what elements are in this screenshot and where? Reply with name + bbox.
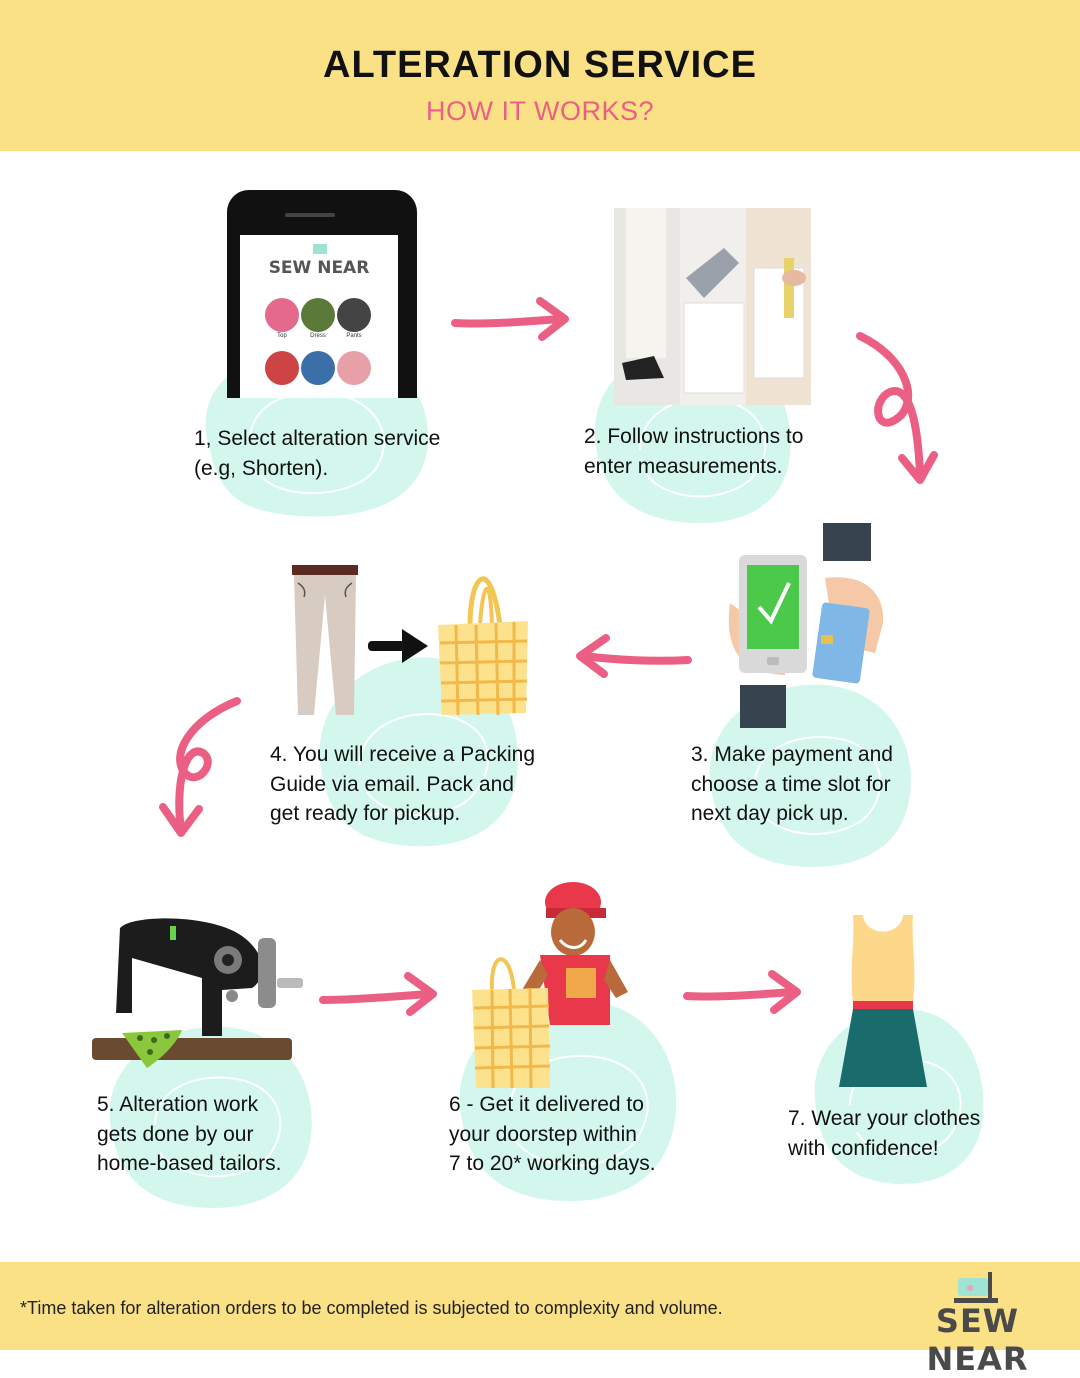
dress-icon <box>835 915 931 1087</box>
packing-icon <box>290 555 530 717</box>
page-subtitle: HOW IT WORKS? <box>425 96 654 126</box>
footnote-text: *Time taken for alteration orders to be … <box>20 1298 723 1318</box>
arrow-right-icon <box>683 970 801 1014</box>
arrow-curly-down-icon <box>159 697 241 837</box>
header-banner: ALTERATION SERVICE HOW IT WORKS? <box>0 0 1080 151</box>
arrow-right-icon <box>451 297 569 341</box>
phone-category-dress: Dress <box>310 333 326 339</box>
logo-text: SEW NEAR <box>926 1302 1029 1378</box>
delivery-person-icon <box>470 880 635 1088</box>
step-5-text: 5. Alteration work gets done by our home… <box>97 1093 282 1175</box>
arrow-right-icon <box>319 972 437 1016</box>
step-6-text: 6 - Get it delivered to your doorstep wi… <box>449 1093 656 1175</box>
phone-brand-text: SEW NEAR <box>268 258 370 278</box>
phone-app-icon: SEW NEAR Top Dress Pants <box>227 190 417 398</box>
phone-category-pants: Pants <box>346 333 362 339</box>
sewing-machine-icon <box>92 918 307 1076</box>
payment-icon <box>725 523 885 728</box>
arrow-curly-down-icon <box>856 332 938 484</box>
step-1-text: 1, Select alteration service (e.g, Short… <box>194 427 441 480</box>
step-3-text: 3. Make payment and choose a time slot f… <box>691 743 893 825</box>
page-title: ALTERATION SERVICE <box>323 44 757 86</box>
step-3-blob <box>709 684 911 867</box>
brand-logo: SEW NEAR <box>890 1270 1065 1378</box>
step-4-text: 4. You will receive a Packing Guide via … <box>270 743 535 825</box>
measurement-photo-icon <box>614 208 811 405</box>
step-7-text: 7. Wear your clothes with confidence! <box>788 1107 981 1160</box>
sewing-machine-logo-icon <box>954 1272 998 1303</box>
phone-category-top: Top <box>277 333 287 339</box>
step-2-text: 2. Follow instructions to enter measurem… <box>584 425 804 478</box>
step-5-blob <box>109 1026 312 1208</box>
footer-banner <box>0 1262 1080 1350</box>
arrow-left-icon <box>576 634 692 678</box>
